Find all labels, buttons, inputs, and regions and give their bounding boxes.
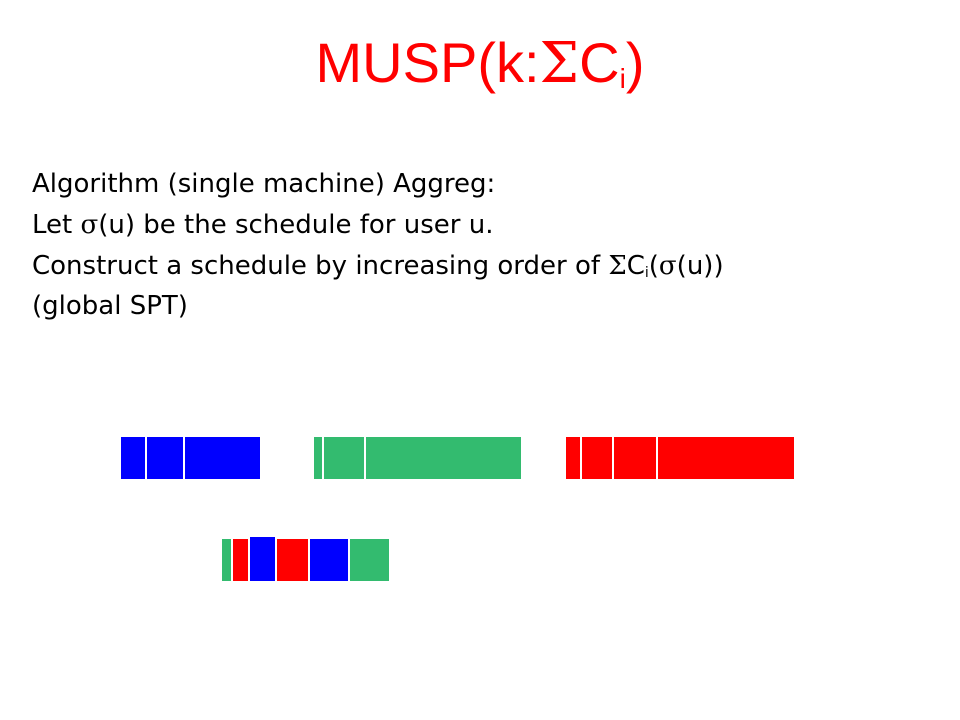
construction-rule: Construct a schedule by increasing order… bbox=[32, 250, 724, 281]
green-job-2 bbox=[322, 435, 366, 481]
red-job-2 bbox=[580, 435, 614, 481]
algorithm-heading: Algorithm (single machine) Aggreg: bbox=[32, 169, 496, 199]
merged-job-green bbox=[220, 537, 233, 583]
merged-job-blue bbox=[308, 537, 350, 583]
blue-job-1 bbox=[119, 435, 147, 481]
merged-job-red bbox=[231, 537, 250, 583]
green-job-1 bbox=[312, 435, 324, 481]
user-schedule-green bbox=[312, 435, 523, 481]
merged-job-red bbox=[275, 537, 310, 583]
merged-job-green bbox=[348, 537, 391, 583]
merged-job-blue bbox=[248, 535, 277, 583]
slide-title: MUSP(k:ΣCi) bbox=[315, 31, 645, 96]
algorithm-description: Algorithm (single machine) Aggreg: Let σ… bbox=[32, 164, 932, 327]
red-job-3 bbox=[612, 435, 658, 481]
green-job-3 bbox=[364, 435, 523, 481]
aggregated-schedule bbox=[220, 535, 391, 583]
user-schedule-red bbox=[564, 435, 796, 481]
red-job-4 bbox=[656, 435, 796, 481]
blue-job-3 bbox=[183, 435, 262, 481]
global-spt-note: (global SPT) bbox=[32, 291, 188, 322]
blue-job-2 bbox=[145, 435, 185, 481]
schedule-definition: Let σ(u) be the schedule for user u. bbox=[32, 209, 494, 240]
red-job-1 bbox=[564, 435, 582, 481]
user-schedule-blue bbox=[119, 435, 262, 481]
